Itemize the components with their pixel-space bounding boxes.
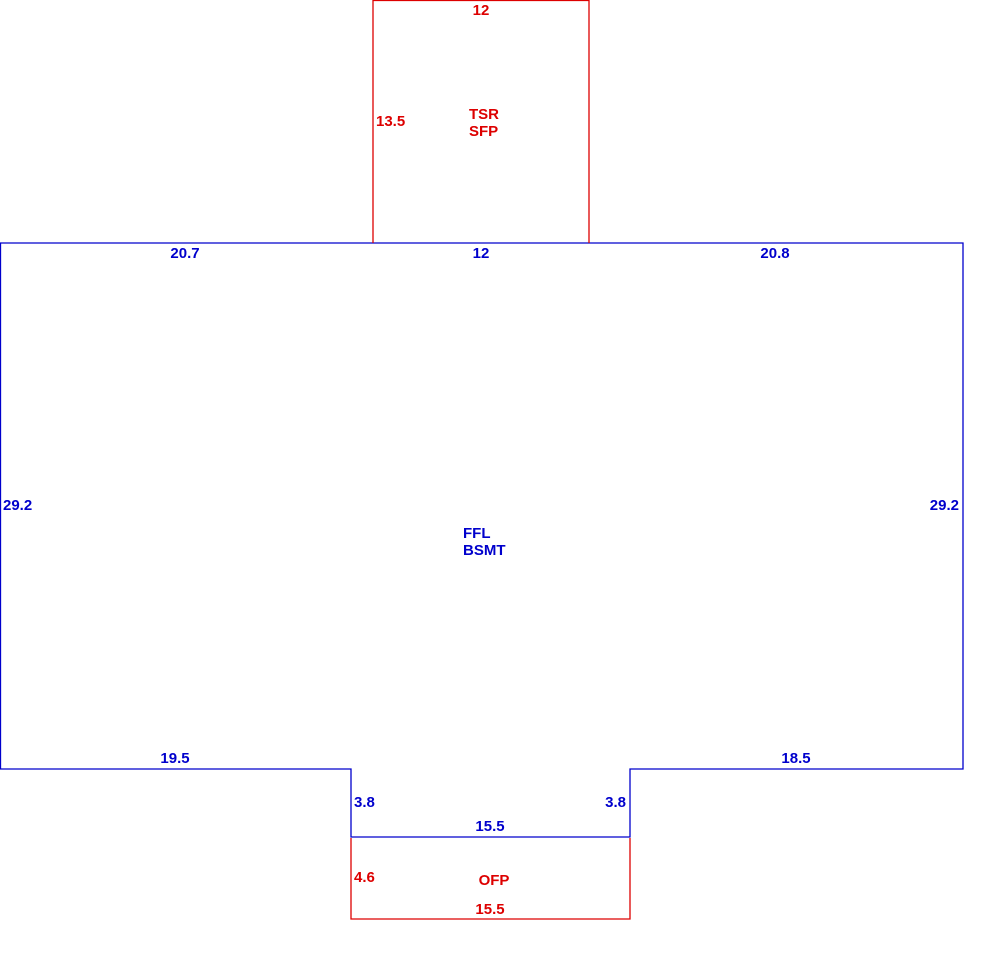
main-notch-left-dimension: 3.8 <box>354 794 375 811</box>
main-bottom-right-dimension: 18.5 <box>781 750 810 767</box>
main-area-outline <box>0 242 964 838</box>
porch-left-dimension: 4.6 <box>354 869 375 886</box>
top-addition-name: TSR <box>469 106 499 123</box>
top-addition-top-dimension: 12 <box>473 2 490 19</box>
top-addition-outline <box>372 0 590 243</box>
main-top-left-dimension: 20.7 <box>170 245 199 262</box>
porch-bottom-dimension: 15.5 <box>475 901 504 918</box>
main-right-dimension: 29.2 <box>930 497 959 514</box>
top-addition-left-dimension: 13.5 <box>376 113 405 130</box>
top-addition-subname: SFP <box>469 123 498 140</box>
main-top-right-dimension: 20.8 <box>760 245 789 262</box>
porch-outline <box>350 838 631 920</box>
main-bottom-left-dimension: 19.5 <box>160 750 189 767</box>
main-top-middle-dimension: 12 <box>473 245 490 262</box>
main-left-dimension: 29.2 <box>3 497 32 514</box>
main-area-subname: BSMT <box>463 542 506 559</box>
main-notch-bottom-dimension: 15.5 <box>475 818 504 835</box>
main-notch-right-dimension: 3.8 <box>605 794 626 811</box>
porch-area-name: OFP <box>479 872 510 889</box>
main-area-name: FFL <box>463 525 491 542</box>
